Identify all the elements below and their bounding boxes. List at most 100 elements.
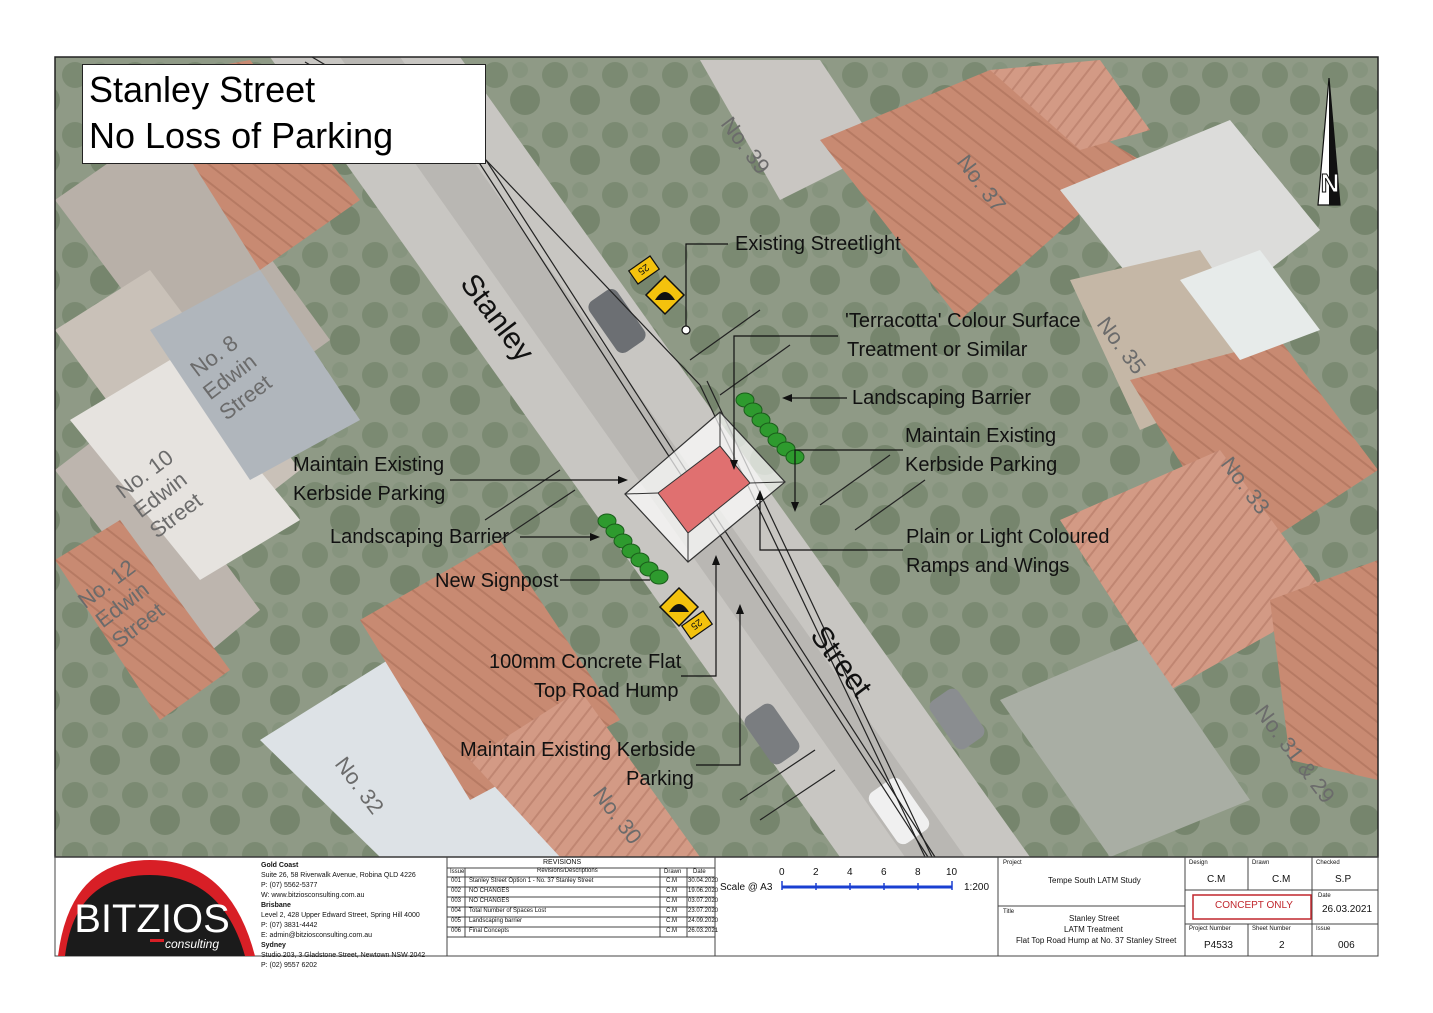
flat-top-road-hump [624,411,786,563]
rev-row-2-desc: NO CHANGES [469,888,510,894]
project-label: Project [1003,860,1022,866]
rev-row-5-desc: Landscaping barrier [469,918,523,924]
office-sydney: Sydney [261,942,286,949]
concept-only-text: CONCEPT ONLY [1215,900,1293,911]
revisions-heading: REVISIONS [543,859,582,866]
note-terracotta-1: 'Terracotta' Colour Surface [845,310,1081,332]
note-terracotta-2: Treatment or Similar [847,339,1028,361]
office-gc-phone: P: (07) 5562-5377 [261,882,318,889]
scale-tick-2: 2 [813,867,819,878]
rev-row-3-desc: NO CHANGES [469,898,510,904]
note-kerbside-left-1: Maintain Existing [293,454,445,476]
office-bne-address: Level 2, 428 Upper Edward Street, Spring… [261,912,420,919]
note-road-hump-1: 100mm Concrete Flat [489,651,682,673]
office-syd-phone: P: (02) 9557 6202 [261,962,318,969]
note-kerbside-right-2: Kerbside Parking [905,454,1058,476]
title-line-2: No Loss of Parking [89,115,394,156]
note-kerbside-bottom-2: Parking [626,768,694,790]
bitzios-logo: BITZIOS consulting [58,860,255,956]
speed-advisory-plate-top: 25 [627,255,661,285]
rev-row-4-desc: Total Number of Spaces Lost [469,908,547,914]
rev-row-2-date: 19.06.2020 [688,888,719,894]
sheet-number-label: Sheet Number [1252,926,1291,932]
drawn-label: Drawn [1252,860,1270,866]
rev-row-4-drawn: C.M [666,908,677,914]
annotation-leaders [450,243,903,766]
design-label: Design [1189,860,1208,866]
rev-row-3-drawn: C.M [666,898,677,904]
rev-row-6-issue: 006 [451,928,462,934]
rev-row-1-desc: Stanley Street Option 1 - No. 37 Stanley… [469,878,594,884]
office-brisbane: Brisbane [261,902,291,909]
landscaping-barrier-right [735,392,805,465]
office-details: Gold Coast Suite 26, 58 Riverwalk Avenue… [261,861,425,971]
streetlight-symbol [681,325,691,335]
scale-bar [781,881,953,890]
office-gc-address: Suite 26, 58 Riverwalk Avenue, Robina QL… [261,872,416,879]
note-existing-streetlight: Existing Streetlight [735,233,901,255]
sheet-number-value: 2 [1279,940,1285,951]
drawn-value: C.M [1272,874,1291,885]
speed-hump-sign-top [644,274,686,316]
drawing-title-box: Stanley Street No Loss of Parking [82,64,486,164]
scale-tick-6: 6 [881,867,887,878]
checked-label: Checked [1316,860,1340,866]
note-ramps-1: Plain or Light Coloured [906,526,1110,548]
speed-advisory-plate-bottom: 25 [680,610,714,640]
rev-col-desc: Revisions/Descriptions [537,868,598,874]
rev-row-1-issue: 001 [451,878,462,884]
rev-col-date: Date [693,869,706,875]
office-email: E: admin@bitziosconsulting.com.au [261,932,372,939]
office-gold-coast: Gold Coast [261,862,299,869]
rev-row-2-issue: 002 [451,888,462,894]
office-syd-address: Studio 203, 3 Gladstone Street, Newtown … [261,952,426,959]
title-line-1: Stanley Street [89,69,316,110]
logo-wordmark: BITZIOS [74,897,230,941]
rev-row-1-drawn: C.M [666,878,677,884]
drawing-title-label: Title [1003,909,1015,915]
title-block-frame [54,856,1379,957]
note-ramps-2: Ramps and Wings [906,555,1070,577]
rev-row-6-desc: Final Concepts [469,928,510,934]
note-kerbside-left-2: Kerbside Parking [293,483,446,505]
note-road-hump-2: Top Road Hump [534,680,679,702]
scale-ratio: 1:200 [964,882,990,893]
scale-label: Scale @ A3 [720,882,773,893]
rev-row-5-issue: 005 [451,918,462,924]
annotation-arrowheads [590,394,799,614]
rev-row-3-issue: 003 [451,898,462,904]
rev-row-4-issue: 004 [451,908,462,914]
rev-row-5-drawn: C.M [666,918,677,924]
note-kerbside-right-1: Maintain Existing [905,425,1057,447]
concept-only-stamp [1192,894,1312,920]
date-value: 26.03.2021 [1322,904,1373,915]
date-label: Date [1318,893,1331,899]
rev-row-6-drawn: C.M [666,928,677,934]
note-landscaping-right: Landscaping Barrier [852,387,1031,409]
scale-tick-0: 0 [779,867,785,878]
rev-row-2-drawn: C.M [666,888,677,894]
project-number-value: P4533 [1204,940,1233,951]
logo-subtitle: consulting [165,937,219,951]
office-website: W: www.bitziosconsulting.com.au [261,892,365,899]
issue-value: 006 [1338,940,1355,951]
north-letter: N [1321,168,1340,198]
note-landscaping-left: Landscaping Barrier [330,526,509,548]
office-bne-phone: P: (07) 3831-4442 [261,922,318,929]
drawing-title-line-1: Stanley Street [1069,914,1120,923]
design-value: C.M [1207,874,1226,885]
scale-tick-4: 4 [847,867,853,878]
project-value: Tempe South LATM Study [1048,876,1141,885]
rev-row-5-date: 24.09.2020 [688,918,719,924]
rev-row-4-date: 23.07.2020 [688,908,719,914]
rev-row-1-date: 30.04.2020 [688,878,719,884]
note-new-signpost: New Signpost [435,570,559,592]
north-arrow-icon: N [1317,77,1341,206]
note-kerbside-bottom-1: Maintain Existing Kerbside [460,739,696,761]
project-number-label: Project Number [1189,926,1231,932]
drawing-title-line-2: LATM Treatment [1064,925,1123,934]
rev-col-issue: Issue [450,869,465,875]
scale-tick-10: 10 [946,867,958,878]
issue-label: Issue [1316,926,1331,932]
